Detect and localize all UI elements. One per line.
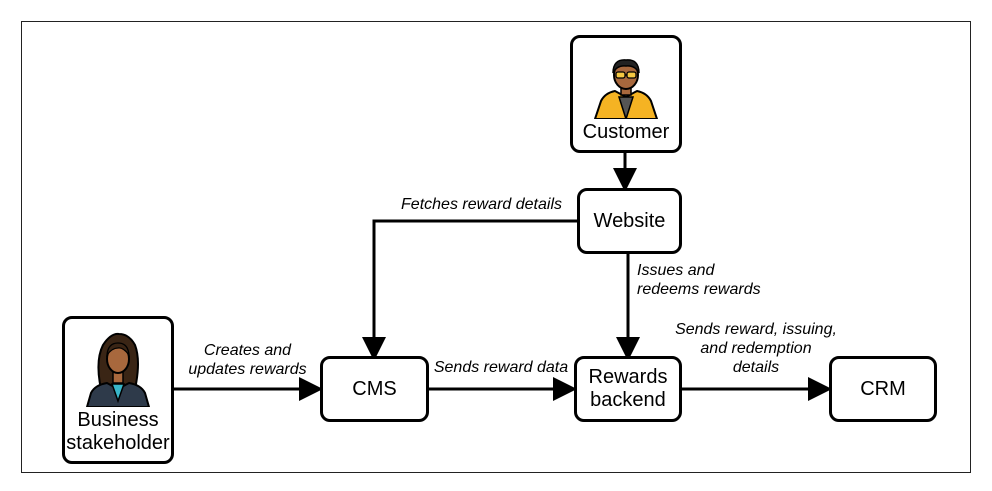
label-issues-and-redeems-rewards: Issues and redeems rewards <box>637 262 761 299</box>
label-creates-and-updates-rewards: Creates and updates rewards <box>188 342 307 379</box>
business-stakeholder-label: Business stakeholder <box>66 409 170 454</box>
crm-label: CRM <box>860 377 906 400</box>
label-fetches-reward-details: Fetches reward details <box>401 196 562 213</box>
cms-node: CMS <box>320 356 429 422</box>
label-sends-reward-data: Sends reward data <box>433 359 569 376</box>
customer-label: Customer <box>582 121 670 143</box>
rewards-backend-node: Rewards backend <box>574 356 682 422</box>
cms-label: CMS <box>352 377 397 400</box>
customer-node: Customer <box>570 35 682 153</box>
website-label: Website <box>593 209 666 232</box>
label-sends-reward-issuing-redemption-details: Sends reward, issuing, and redemption de… <box>675 321 837 377</box>
website-node: Website <box>577 188 682 254</box>
business-stakeholder-avatar-icon <box>85 332 151 407</box>
arrow-website-to-cms <box>362 219 578 361</box>
rewards-backend-label: Rewards backend <box>588 366 668 411</box>
business-stakeholder-node: Business stakeholder <box>62 316 174 464</box>
crm-node: CRM <box>829 356 937 422</box>
customer-avatar-icon <box>593 59 659 119</box>
